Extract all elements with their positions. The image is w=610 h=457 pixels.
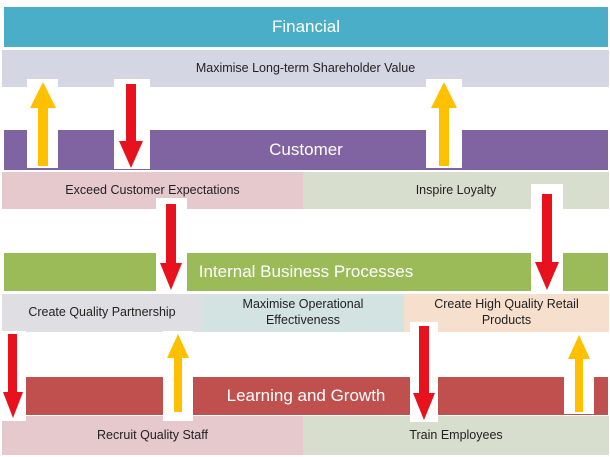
down-arrow-icon xyxy=(413,326,435,420)
objective-exceed-customer-expectations: Exceed Customer Expectations xyxy=(2,172,303,209)
up-arrow-icon xyxy=(431,82,457,166)
objective-create-quality-partnership: Create Quality Partnership xyxy=(2,294,202,332)
objective-inspire-loyalty: Inspire Loyalty xyxy=(303,172,609,209)
financial-header: Financial xyxy=(4,7,608,47)
learning-header: Learning and Growth xyxy=(4,377,608,415)
down-arrow-icon xyxy=(119,84,143,168)
objective-maximise-operational-effectiveness: Maximise Operational Effectiveness xyxy=(202,294,404,332)
objective-train-employees: Train Employees xyxy=(303,416,609,455)
internal-header: Internal Business Processes xyxy=(4,253,608,291)
up-arrow-icon xyxy=(568,335,590,412)
customer-header: Customer xyxy=(4,130,608,170)
down-arrow-icon xyxy=(535,194,559,290)
financial-title: Financial xyxy=(271,17,341,36)
up-arrow-icon xyxy=(167,334,189,412)
objective-create-high-quality-retail-products: Create High Quality Retail Products xyxy=(404,294,609,332)
up-arrow-icon xyxy=(30,82,56,166)
learning-title: Learning and Growth xyxy=(226,386,386,405)
internal-title: Internal Business Processes xyxy=(198,262,414,281)
objective-maximise-shareholder-value: Maximise Long-term Shareholder Value xyxy=(2,50,609,87)
objective-recruit-quality-staff: Recruit Quality Staff xyxy=(2,416,303,455)
customer-title: Customer xyxy=(269,140,343,159)
down-arrow-icon xyxy=(3,334,23,418)
down-arrow-icon xyxy=(160,204,182,290)
